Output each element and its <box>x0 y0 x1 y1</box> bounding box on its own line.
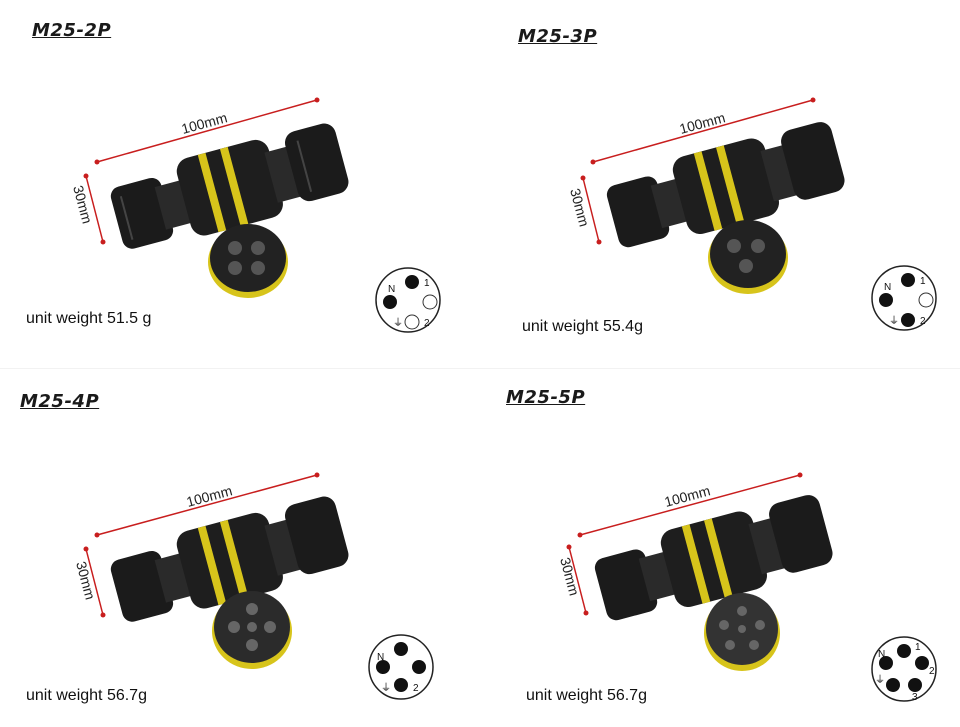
model-title: M25-3P <box>518 26 598 47</box>
dimension-line-length <box>590 97 816 165</box>
unit-weight: unit weight 55.4g <box>522 318 643 335</box>
unit-weight: unit weight 51.5 g <box>26 310 152 327</box>
unit-weight: unit weight 56.7g <box>26 687 147 704</box>
dimension-line-diameter <box>566 544 589 616</box>
ground-symbol-icon: ⏚ <box>381 682 391 694</box>
connector-body <box>606 122 845 248</box>
pin-label-n: N <box>377 652 384 663</box>
unit-weight: unit weight 56.7g <box>526 687 647 704</box>
pin-label-1: 1 <box>424 278 430 289</box>
length-label: 100mm <box>180 109 229 137</box>
pin-diagram: 1 N 2 3 ⏚ <box>871 636 937 703</box>
pin-label-2: 2 <box>413 683 419 694</box>
pin-diagram: 1 N 2 ⏚ <box>871 265 937 331</box>
diameter-label: 30mm <box>70 184 96 226</box>
dimension-line-length <box>94 472 320 538</box>
model-title: M25-4P <box>20 391 100 412</box>
pin-label-3: 3 <box>912 692 918 703</box>
pin-label-1: 1 <box>920 276 926 287</box>
connector-body <box>594 495 833 621</box>
connector-body <box>110 123 349 249</box>
connector-product-photo: 100mm 30mm 1 N 2 <box>567 97 937 331</box>
connector-insert <box>208 224 288 298</box>
connector-insert <box>212 591 292 669</box>
model-title: M25-5P <box>506 387 586 408</box>
diameter-label: 30mm <box>73 560 99 602</box>
ground-symbol-icon: ⏚ <box>875 674 885 686</box>
pin-label-2: 2 <box>920 316 926 327</box>
pin-label-n: N <box>388 284 395 295</box>
product-panel-m25-4p: M25-4P 100mm 30mm <box>0 369 466 727</box>
connector-product-photo: 100mm 30mm 1 N <box>70 97 441 333</box>
pin-diagram: N 2 ⏚ <box>368 634 434 700</box>
connector-product-photo: 100mm 30mm N 2 <box>73 472 434 700</box>
pin-label-n: N <box>884 282 891 293</box>
diameter-label: 30mm <box>567 187 593 229</box>
connector-body <box>110 496 349 622</box>
product-panel-m25-2p: M25-2P 100mm 30mm <box>0 0 466 368</box>
connector-insert <box>708 220 788 294</box>
panel-divider-horizontal <box>0 368 960 369</box>
dimension-line-diameter <box>83 546 106 618</box>
diameter-label: 30mm <box>557 556 583 598</box>
pin-diagram: 1 N 2 ⏚ <box>375 267 441 333</box>
ground-symbol-icon: ⏚ <box>393 317 403 329</box>
pin-label-1: 1 <box>915 642 921 653</box>
length-label: 100mm <box>185 482 234 510</box>
dimension-line-diameter <box>83 173 106 245</box>
length-label: 100mm <box>678 109 727 137</box>
pin-label-2: 2 <box>929 666 935 677</box>
dimension-line-diameter <box>580 175 602 245</box>
connector-insert <box>704 593 780 671</box>
dimension-line-length <box>94 97 320 165</box>
pin-label-2: 2 <box>424 318 430 329</box>
dimension-line-length <box>577 472 803 538</box>
model-title: M25-2P <box>32 20 112 41</box>
ground-symbol-icon: ⏚ <box>889 315 899 327</box>
product-panel-m25-5p: M25-5P 100mm 30mm <box>466 369 960 727</box>
product-panel-m25-3p: M25-3P 100mm 30mm 1 <box>466 0 960 368</box>
connector-product-photo: 100mm 30mm 1 N 2 <box>557 472 937 703</box>
pin-label-n: N <box>878 649 885 660</box>
